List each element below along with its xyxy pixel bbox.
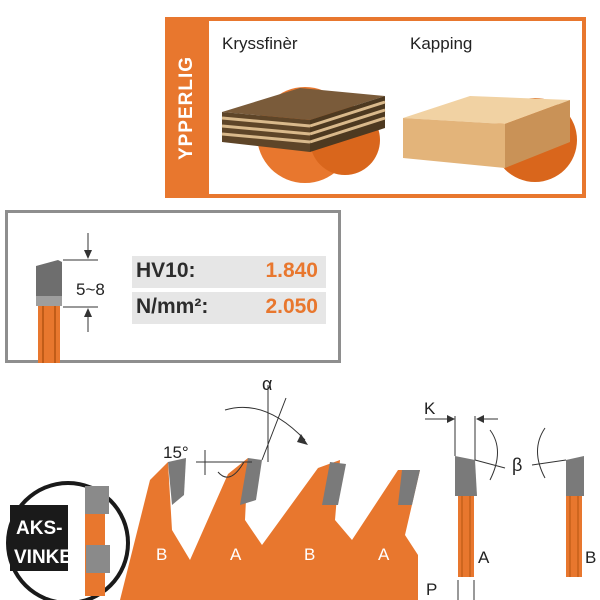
strength-value: 2.050 xyxy=(265,295,318,318)
hardness-value: 1.840 xyxy=(265,259,318,282)
hardness-row-hv10: HV10: 1.840 xyxy=(132,256,326,288)
p-label: P xyxy=(426,580,437,599)
strength-key: N/mm²: xyxy=(136,295,209,318)
application-label-crosscut: Kapping xyxy=(410,34,473,53)
blade-body xyxy=(120,458,420,600)
crosscut-illustration xyxy=(403,96,577,182)
plywood-illustration xyxy=(221,87,386,183)
application-label-plywood: Kryssfinèr xyxy=(222,34,298,53)
tooth-label-4: A xyxy=(378,545,390,564)
section-b-label: B xyxy=(585,548,596,567)
tooth-label-2: A xyxy=(230,545,242,564)
hardness-row-strength: N/mm²: 2.050 xyxy=(132,292,326,324)
hardness-key: HV10: xyxy=(136,259,196,282)
tooth-label-3: B xyxy=(304,545,315,564)
application-title-strip: YPPERLIG xyxy=(165,17,209,198)
beta-label: β xyxy=(512,455,522,475)
tip-height-label: 5~8 xyxy=(76,280,105,299)
badge-line-1: AKS- xyxy=(16,518,62,539)
section-a-label: A xyxy=(478,548,490,567)
badge-line-2: VINKEL xyxy=(14,547,84,568)
k-label: K xyxy=(424,399,436,418)
angle-15-label: 15° xyxy=(163,443,189,462)
alpha-label: α xyxy=(262,374,272,394)
tooth-label-1: B xyxy=(156,545,167,564)
